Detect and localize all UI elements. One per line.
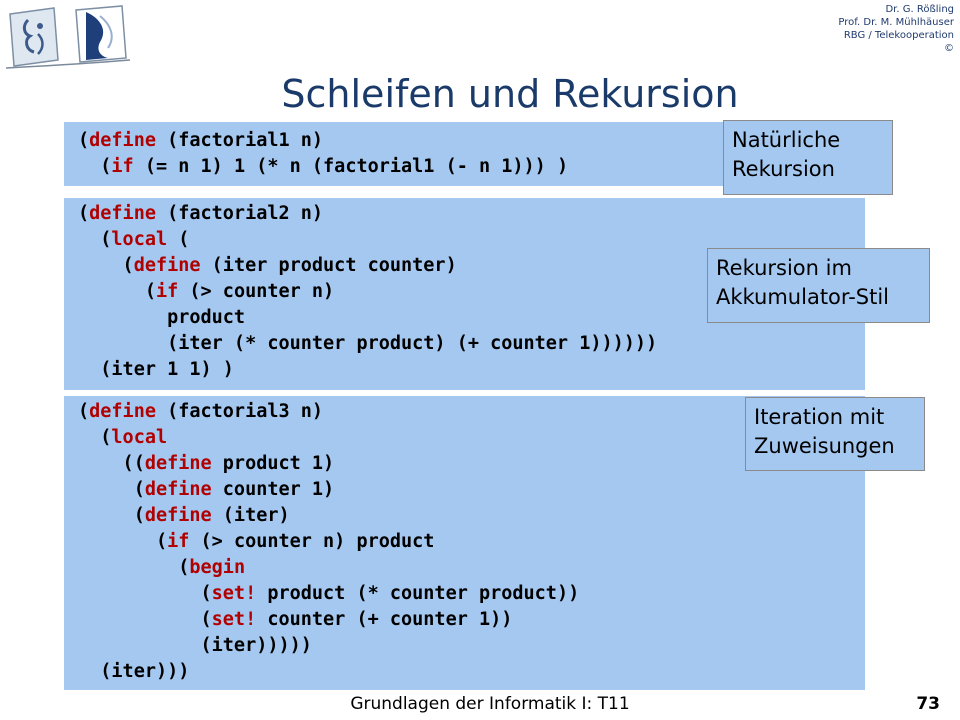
note-accumulator-style: Rekursion im Akkumulator-Stil [707,248,930,323]
code-text: (iter))) [78,661,190,682]
code-text: (factorial3 n) [155,401,324,422]
code-text: ( [78,156,112,177]
note-line: Rekursion [732,157,835,181]
department-logo [5,5,131,69]
note-line: Zuweisungen [754,434,895,458]
code-keyword: set! [211,583,257,604]
code-text: (iter product counter) [200,255,457,276]
code-keyword: define [89,203,156,224]
code-line: (define (iter product counter) [78,253,865,279]
note-line: Rekursion im [716,256,852,280]
code-line: (if (> counter n) product [78,529,865,555]
code-text: counter (+ counter 1)) [256,609,513,630]
code-keyword: if [111,156,134,177]
code-text: ( [78,557,190,578]
code-text: (iter) [211,505,290,526]
code-line: (define (iter) [78,503,865,529]
code-keyword: define [89,130,156,151]
footer-course-title: Grundlagen der Informatik I: T11 [350,694,630,714]
code-text: ( [78,583,212,604]
slide-title: Schleifen und Rekursion [281,72,739,116]
code-text: ( [167,229,190,250]
code-line: (local [78,425,865,451]
code-text: (factorial2 n) [155,203,324,224]
code-keyword: set! [211,609,257,630]
code-keyword: local [111,229,168,250]
code-text: (iter 1 1) ) [78,359,234,380]
logo-right-tile [75,5,127,63]
code-text: ( [78,130,90,151]
code-line: (if (= n 1) 1 (* n (factorial1 (- n 1)))… [78,154,865,180]
author-line: Dr. G. Rößling [885,4,954,15]
code-line: (set! counter (+ counter 1)) [78,607,865,633]
code-line: (define (factorial1 n) [78,128,865,154]
code-line: (define (factorial2 n) [78,201,865,227]
code-text: ( [78,609,212,630]
code-line: (iter))) [78,659,865,685]
code-line: ((define product 1) [78,451,865,477]
code-line: (local ( [78,227,865,253]
page-number: 73 [916,694,940,714]
code-line: (iter (* counter product) (+ counter 1))… [78,331,865,357]
code-text: (( [78,453,145,474]
note-line: Iteration mit [754,405,885,429]
code-keyword: if [155,281,179,302]
code-line: (begin [78,555,865,581]
code-text: ( [78,505,145,526]
code-text: ( [78,281,156,302]
author-line: Prof. Dr. M. Mühlhäuser [838,17,954,28]
author-line: RBG / Telekooperation [843,30,954,41]
code-line: (set! product (* counter product)) [78,581,865,607]
code-line: product [78,305,865,331]
code-text: ( [78,427,112,448]
code-block-factorial3: (define (factorial3 n) (local ((define p… [64,396,865,690]
code-line: (define (factorial3 n) [78,399,865,425]
code-text: ( [78,531,168,552]
code-text: ( [78,229,112,250]
code-text: ( [78,203,90,224]
code-text: product (* counter product)) [256,583,580,604]
code-line: (if (> counter n) [78,279,865,305]
code-keyword: local [111,427,168,448]
code-text: (iter))))) [78,635,312,656]
note-line: Natürliche [732,128,841,152]
code-text: ( [78,401,90,422]
code-line: (iter 1 1) ) [78,357,865,383]
code-keyword: if [167,531,190,552]
author-info: Dr. G. Rößling Prof. Dr. M. Mühlhäuser R… [838,3,954,55]
note-line: Akkumulator-Stil [716,285,890,309]
code-text: counter 1) [211,479,335,500]
copyright-mark: © [944,43,954,54]
code-line: (define counter 1) [78,477,865,503]
code-text: (iter (* counter product) (+ counter 1))… [78,333,658,354]
code-text: product [78,307,246,328]
code-keyword: define [89,401,156,422]
code-keyword: begin [189,557,246,578]
code-line: (iter))))) [78,633,865,659]
code-keyword: define [133,255,201,276]
code-text: (factorial1 n) [155,130,324,151]
code-keyword: define [144,479,212,500]
logo-left-tile [9,7,59,67]
code-text: product 1) [211,453,335,474]
code-text: (> counter n) [178,281,335,302]
code-keyword: define [144,453,212,474]
code-text: (> counter n) product [189,531,435,552]
code-text: ( [78,479,145,500]
code-text: (= n 1) 1 (* n (factorial1 (- n 1))) ) [133,156,569,177]
code-text: ( [78,255,134,276]
code-keyword: define [144,505,212,526]
